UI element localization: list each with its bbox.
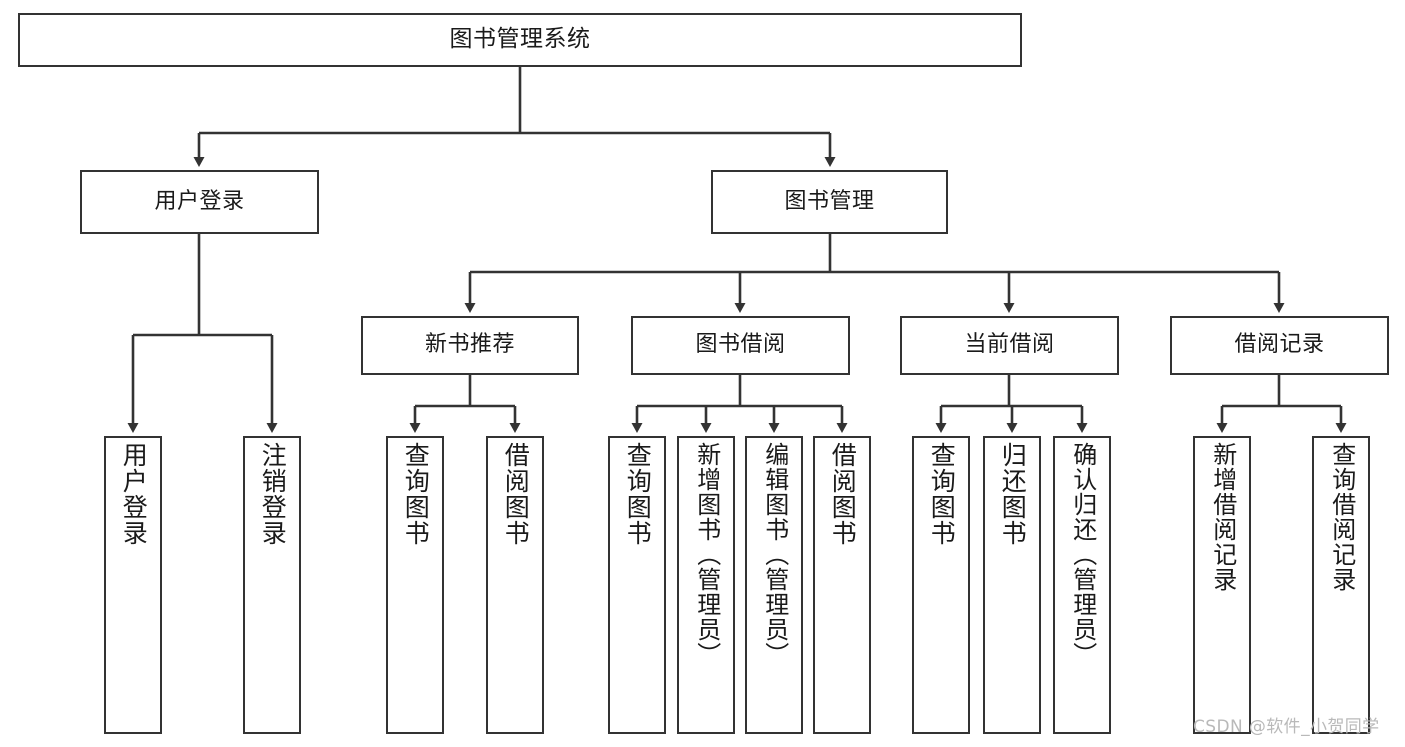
- leaf-cb-return-book-label: 归还图书: [998, 442, 1028, 546]
- node-current-borrow-label: 当前借阅: [964, 332, 1055, 358]
- node-book-borrow[interactable]: 图书借阅: [631, 316, 850, 375]
- leaf-logout[interactable]: 注销登录: [243, 436, 301, 734]
- csdn-watermark: CSDN @软件_小贺同学: [1193, 717, 1380, 737]
- leaf-cb-query-book-label: 查询图书: [927, 442, 957, 546]
- node-root-label: 图书管理系统: [449, 26, 591, 53]
- leaf-bb-add-book-admin[interactable]: 新增图书（管理员）: [677, 436, 735, 734]
- node-borrow-record-label: 借阅记录: [1234, 332, 1325, 358]
- leaf-nbr-borrow-book-label: 借阅图书: [501, 442, 531, 546]
- leaf-bb-borrow-book-label: 借阅图书: [828, 442, 858, 546]
- node-user-login[interactable]: 用户登录: [80, 170, 319, 234]
- node-book-management-label: 图书管理: [784, 188, 875, 214]
- node-borrow-record[interactable]: 借阅记录: [1170, 316, 1389, 375]
- leaf-user-login-label: 用户登录: [119, 442, 149, 546]
- leaf-bb-edit-book-admin[interactable]: 编辑图书（管理员）: [745, 436, 803, 734]
- leaf-br-add-record[interactable]: 新增借阅记录: [1193, 436, 1251, 734]
- leaf-br-query-record[interactable]: 查询借阅记录: [1312, 436, 1370, 734]
- leaf-bb-query-book[interactable]: 查询图书: [608, 436, 666, 734]
- leaf-bb-edit-book-admin-label: 编辑图书（管理员）: [760, 442, 789, 667]
- leaf-bb-borrow-book[interactable]: 借阅图书: [813, 436, 871, 734]
- node-current-borrow[interactable]: 当前借阅: [900, 316, 1119, 375]
- node-book-borrow-label: 图书借阅: [695, 332, 786, 358]
- leaf-nbr-borrow-book[interactable]: 借阅图书: [486, 436, 544, 734]
- node-new-book-recommend[interactable]: 新书推荐: [361, 316, 579, 375]
- leaf-cb-query-book[interactable]: 查询图书: [912, 436, 970, 734]
- node-user-login-label: 用户登录: [154, 188, 245, 214]
- node-root[interactable]: 图书管理系统: [18, 13, 1022, 67]
- leaf-cb-confirm-return-admin[interactable]: 确认归还（管理员）: [1053, 436, 1111, 734]
- leaf-nbr-query-book[interactable]: 查询图书: [386, 436, 444, 734]
- leaf-cb-return-book[interactable]: 归还图书: [983, 436, 1041, 734]
- leaf-user-login[interactable]: 用户登录: [104, 436, 162, 734]
- leaf-nbr-query-book-label: 查询图书: [401, 442, 431, 546]
- node-new-book-recommend-label: 新书推荐: [424, 332, 515, 358]
- leaf-br-add-record-label: 新增借阅记录: [1208, 442, 1237, 592]
- leaf-br-query-record-label: 查询借阅记录: [1327, 442, 1356, 592]
- leaf-cb-confirm-return-admin-label: 确认归还（管理员）: [1068, 442, 1097, 667]
- leaf-bb-add-book-admin-label: 新增图书（管理员）: [692, 442, 721, 667]
- leaf-logout-label: 注销登录: [258, 442, 288, 546]
- leaf-bb-query-book-label: 查询图书: [623, 442, 653, 546]
- node-book-management[interactable]: 图书管理: [711, 170, 948, 234]
